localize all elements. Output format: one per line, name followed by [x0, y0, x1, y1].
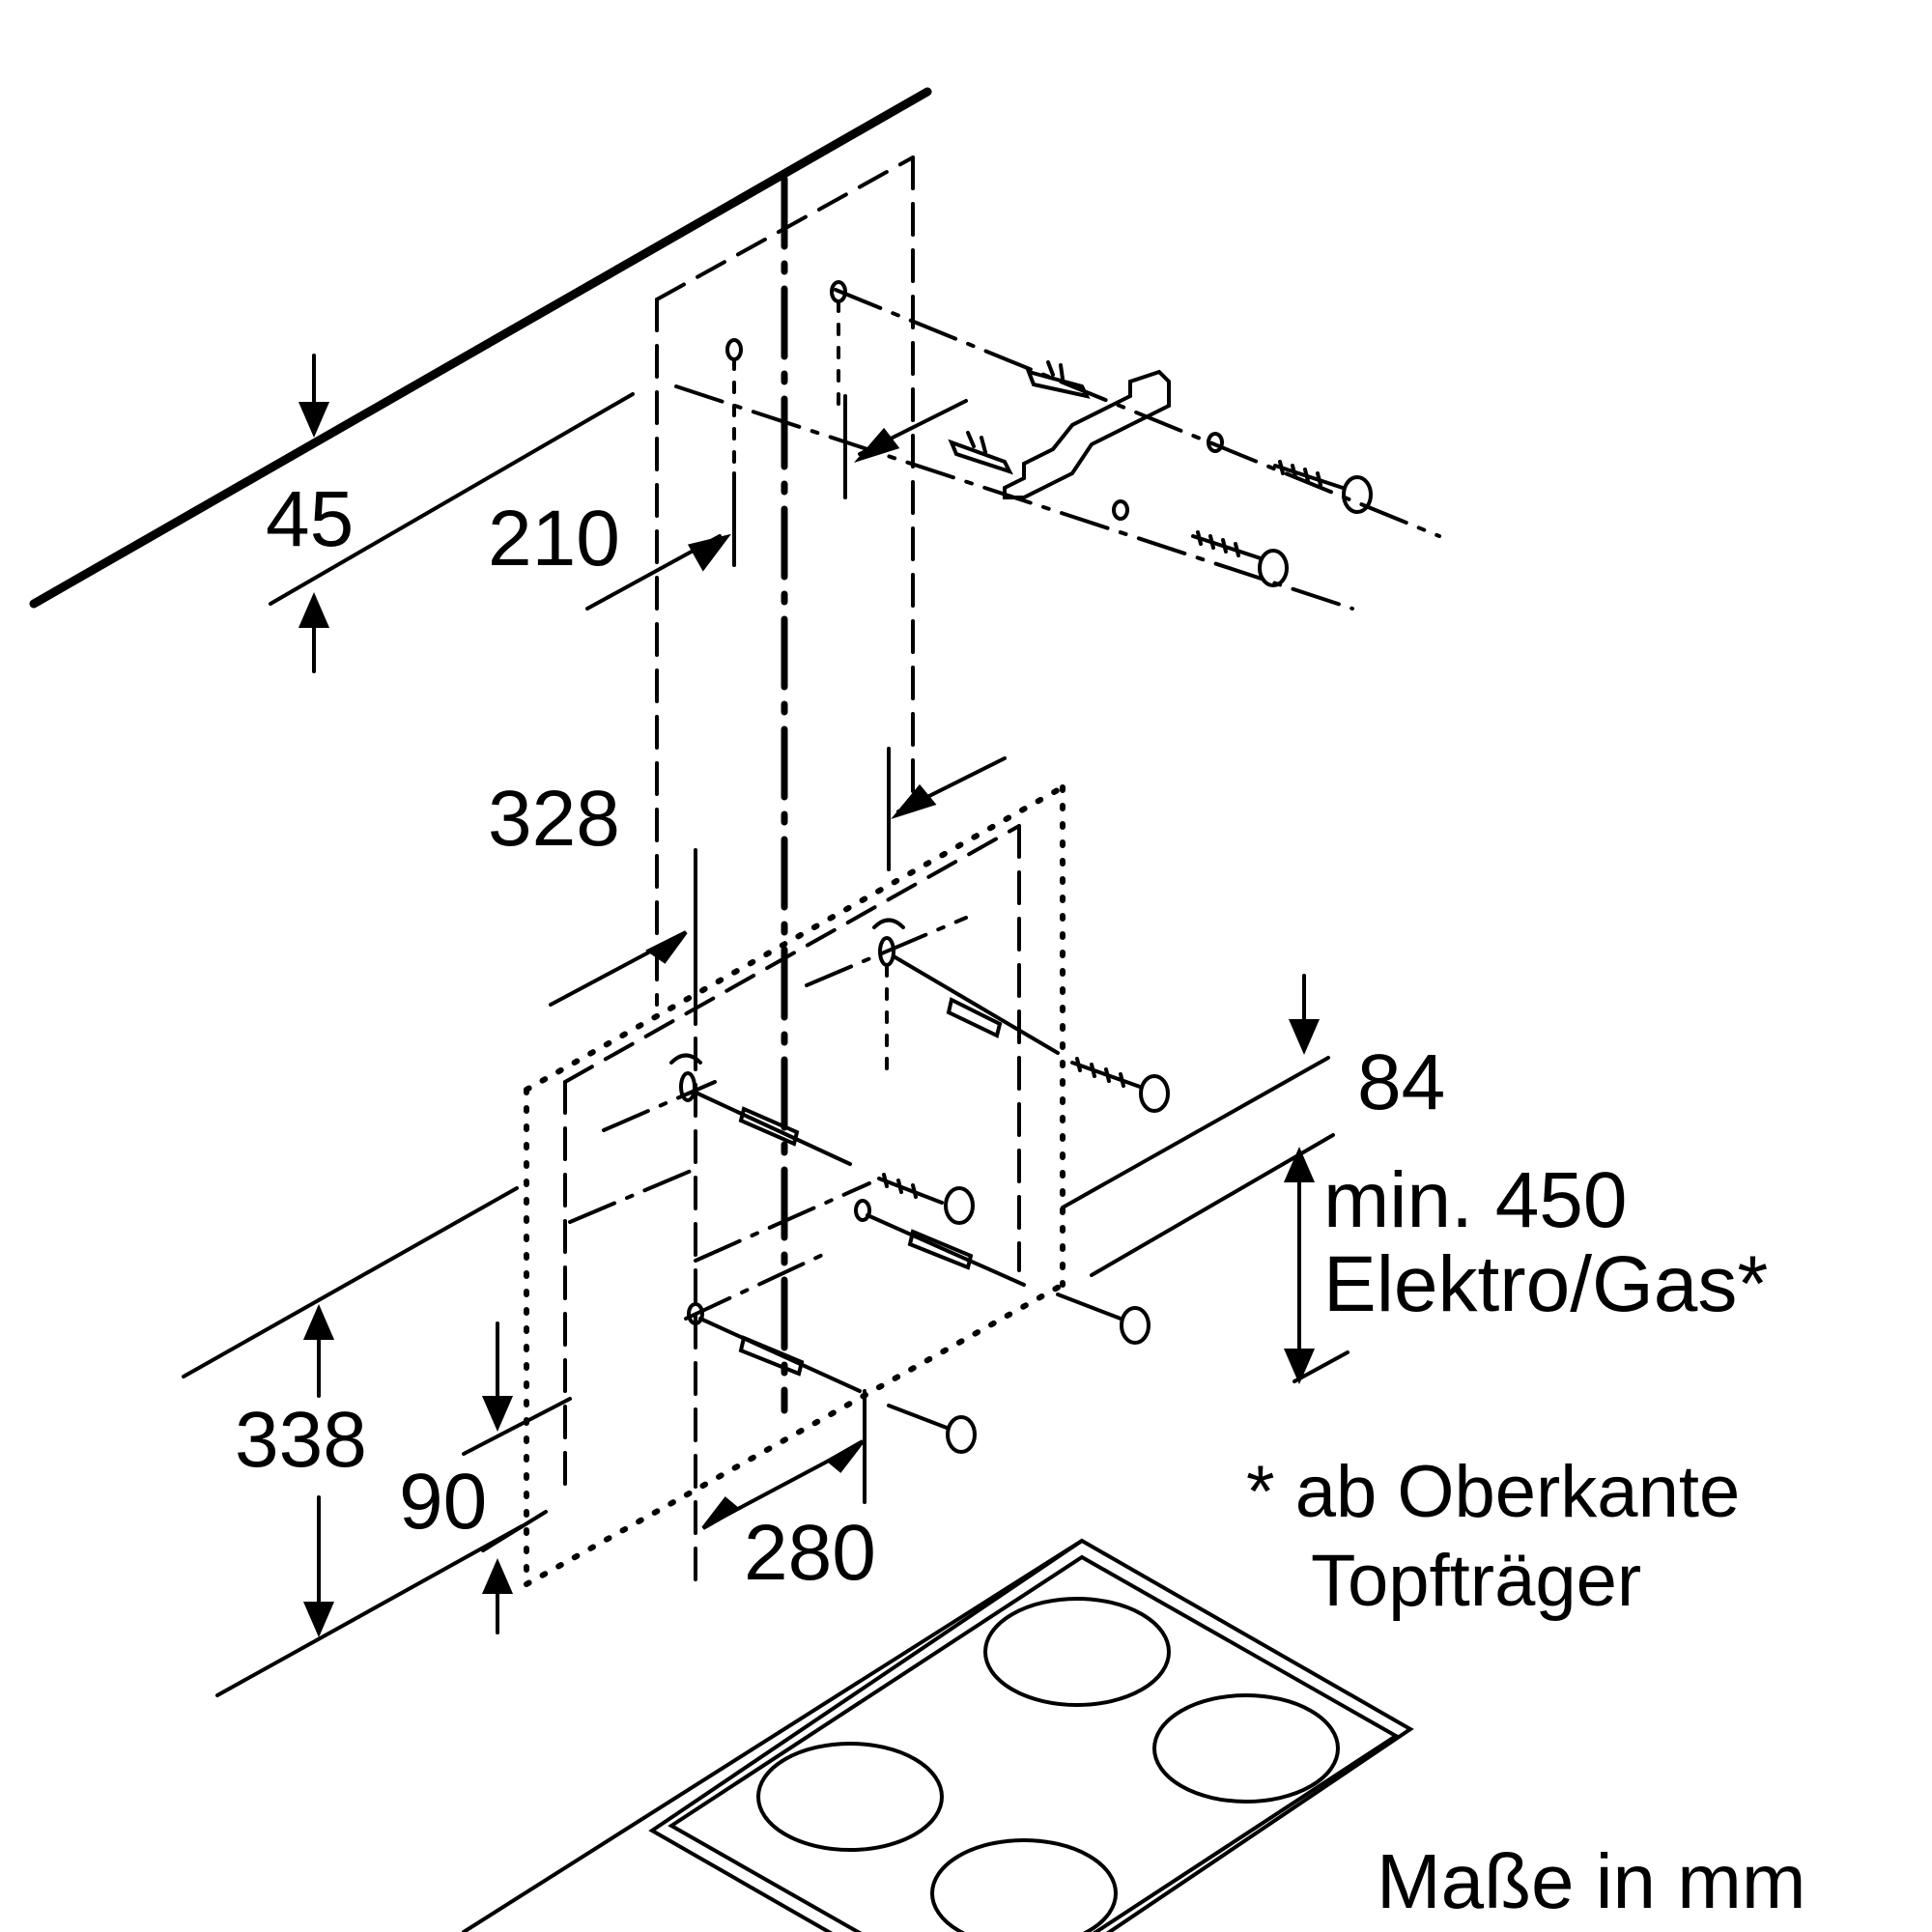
upper-fixing-axis: [674, 288, 1441, 611]
screw-lower-3: [1056, 1293, 1151, 1345]
hook-lower-2: [669, 1053, 852, 1166]
burner-front-right: [1152, 1693, 1340, 1804]
cooktop: [462, 1538, 1414, 1932]
lower-fixing-axes: [568, 916, 968, 1321]
burner-back-right: [983, 1597, 1171, 1707]
screw-lower-4: [887, 1404, 977, 1454]
screw-upper-2: [1191, 530, 1289, 587]
dimension-338: [182, 1186, 524, 1697]
label-elektro-gas: Elektro/Gas*: [1323, 1240, 1768, 1328]
screw-upper-1: [1273, 460, 1373, 514]
units-label: Maße in mm: [1377, 1838, 1806, 1924]
burner-front-left: [930, 1838, 1118, 1932]
hook-lower-1: [872, 918, 1060, 1084]
screw-lower-1: [1070, 1057, 1170, 1113]
lower-frame-dashed: [563, 824, 1021, 1586]
burner-back-left: [756, 1742, 944, 1852]
ceiling-line: [29, 87, 932, 609]
dimension-280: [701, 1389, 867, 1530]
label-90: 90: [399, 1458, 487, 1546]
hole-lower-3: [854, 1199, 1026, 1287]
dimension-45: [269, 354, 635, 673]
washer-upper: [1112, 432, 1224, 521]
wall-anchor-lower-4: [738, 1335, 805, 1377]
label-84: 84: [1357, 1038, 1445, 1126]
hole-lower-4: [687, 1302, 862, 1393]
note-line-1: * ab Oberkante: [1246, 1451, 1740, 1533]
label-338: 338: [235, 1396, 367, 1484]
wall-anchor-upper-1: [1025, 360, 1091, 399]
dimension-84: [1061, 974, 1335, 1277]
wall-anchor-lower-1: [946, 997, 1003, 1038]
dimension-210: [585, 394, 968, 611]
label-210: 210: [488, 495, 620, 582]
upper-holes: [725, 280, 847, 543]
screw-lower-2: [877, 1173, 975, 1225]
upper-bracket: [1003, 369, 1171, 499]
dimension-90: [462, 1321, 572, 1634]
note-line-2: Topfträger: [1311, 1540, 1641, 1622]
lower-frame-dotted: [524, 784, 1065, 1587]
wall-anchor-upper-2: [948, 431, 1013, 475]
wall-anchor-lower-3: [907, 1229, 974, 1270]
dimension-328: [549, 747, 1007, 1026]
dimension-min-450: [1283, 1146, 1350, 1385]
label-min-450: min. 450: [1323, 1156, 1628, 1244]
wall-anchor-lower-2: [738, 1106, 800, 1147]
label-45: 45: [266, 475, 354, 563]
label-280: 280: [744, 1509, 876, 1597]
label-328: 328: [488, 775, 620, 863]
